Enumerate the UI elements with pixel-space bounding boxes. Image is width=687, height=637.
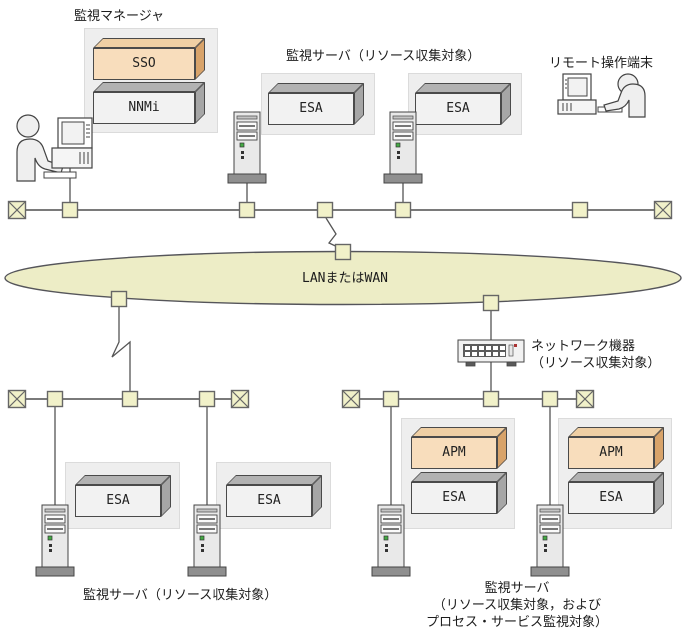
nnmi-box: NNMi — [93, 92, 195, 124]
esa-box-top-2: ESA — [415, 93, 501, 125]
connector-square — [394, 201, 412, 219]
esa-box-lower-right-2: ESA — [568, 482, 654, 514]
connector-square — [482, 390, 500, 408]
operator-person-icon — [16, 114, 64, 182]
lower-right-server-title-line2: （リソース収集対象，および — [432, 597, 602, 612]
sso-box-label: SSO — [132, 56, 156, 71]
esa-box-lower-left-2: ESA — [226, 485, 312, 517]
connector-square — [482, 294, 500, 312]
esa-box-label: ESA — [446, 101, 470, 116]
connector-square — [61, 201, 79, 219]
network-hub-icon — [457, 339, 525, 367]
bus-terminator-icon — [7, 389, 27, 409]
network-device-label-line2: （リソース収集対象） — [531, 355, 661, 370]
lan-wan-label: LANまたはWAN — [302, 271, 388, 286]
connector-square — [198, 390, 216, 408]
bus-terminator-icon — [341, 389, 361, 409]
nnmi-box-label: NNMi — [128, 100, 160, 115]
remote-computer-icon — [557, 73, 623, 115]
bus-terminator-icon — [230, 389, 250, 409]
connector-square — [238, 201, 256, 219]
connector-square — [110, 290, 128, 308]
connector-square — [316, 201, 334, 219]
apm-box-1: APM — [411, 437, 497, 469]
wan-link-zigzag-left — [111, 306, 131, 392]
manager-title: 監視マネージャ — [74, 8, 165, 23]
esa-box-label: ESA — [299, 101, 323, 116]
connector-square — [382, 390, 400, 408]
remote-person-icon — [603, 73, 646, 118]
apm-box-2: APM — [568, 437, 654, 469]
connector-square — [541, 390, 559, 408]
esa-box-top-1: ESA — [268, 93, 354, 125]
connector-square — [46, 390, 64, 408]
esa-box-label: ESA — [599, 490, 623, 505]
esa-box-label: ESA — [442, 490, 466, 505]
connector-square — [571, 201, 589, 219]
network-device-label-line1: ネットワーク機器 — [531, 338, 636, 353]
esa-box-lower-left-1: ESA — [75, 485, 161, 517]
network-device-label: ネットワーク機器 （リソース収集対象） — [531, 337, 660, 371]
lower-right-server-title-line1: 監視サーバ — [484, 580, 550, 595]
esa-box-label: ESA — [257, 493, 281, 508]
bus-terminator-icon — [575, 389, 595, 409]
lower-left-server-title: 監視サーバ（リソース収集対象） — [83, 587, 278, 602]
apm-box-label: APM — [599, 445, 623, 460]
wan-link-zigzag-top — [325, 217, 343, 250]
bus-terminator-icon — [7, 200, 27, 220]
apm-box-label: APM — [442, 445, 466, 460]
esa-box-lower-right-1: ESA — [411, 482, 497, 514]
top-server-title: 監視サーバ（リソース収集対象） — [286, 48, 481, 63]
connector-square — [121, 390, 139, 408]
lower-right-server-title-line3: プロセス・サービス監視対象） — [425, 614, 608, 629]
esa-box-label: ESA — [106, 493, 130, 508]
remote-terminal-title: リモート操作端末 — [549, 55, 654, 70]
connector-square — [334, 243, 352, 261]
bus-terminator-icon — [653, 200, 673, 220]
lower-right-server-title: 監視サーバ （リソース収集対象，および プロセス・サービス監視対象） — [403, 579, 631, 630]
sso-box: SSO — [93, 48, 195, 80]
